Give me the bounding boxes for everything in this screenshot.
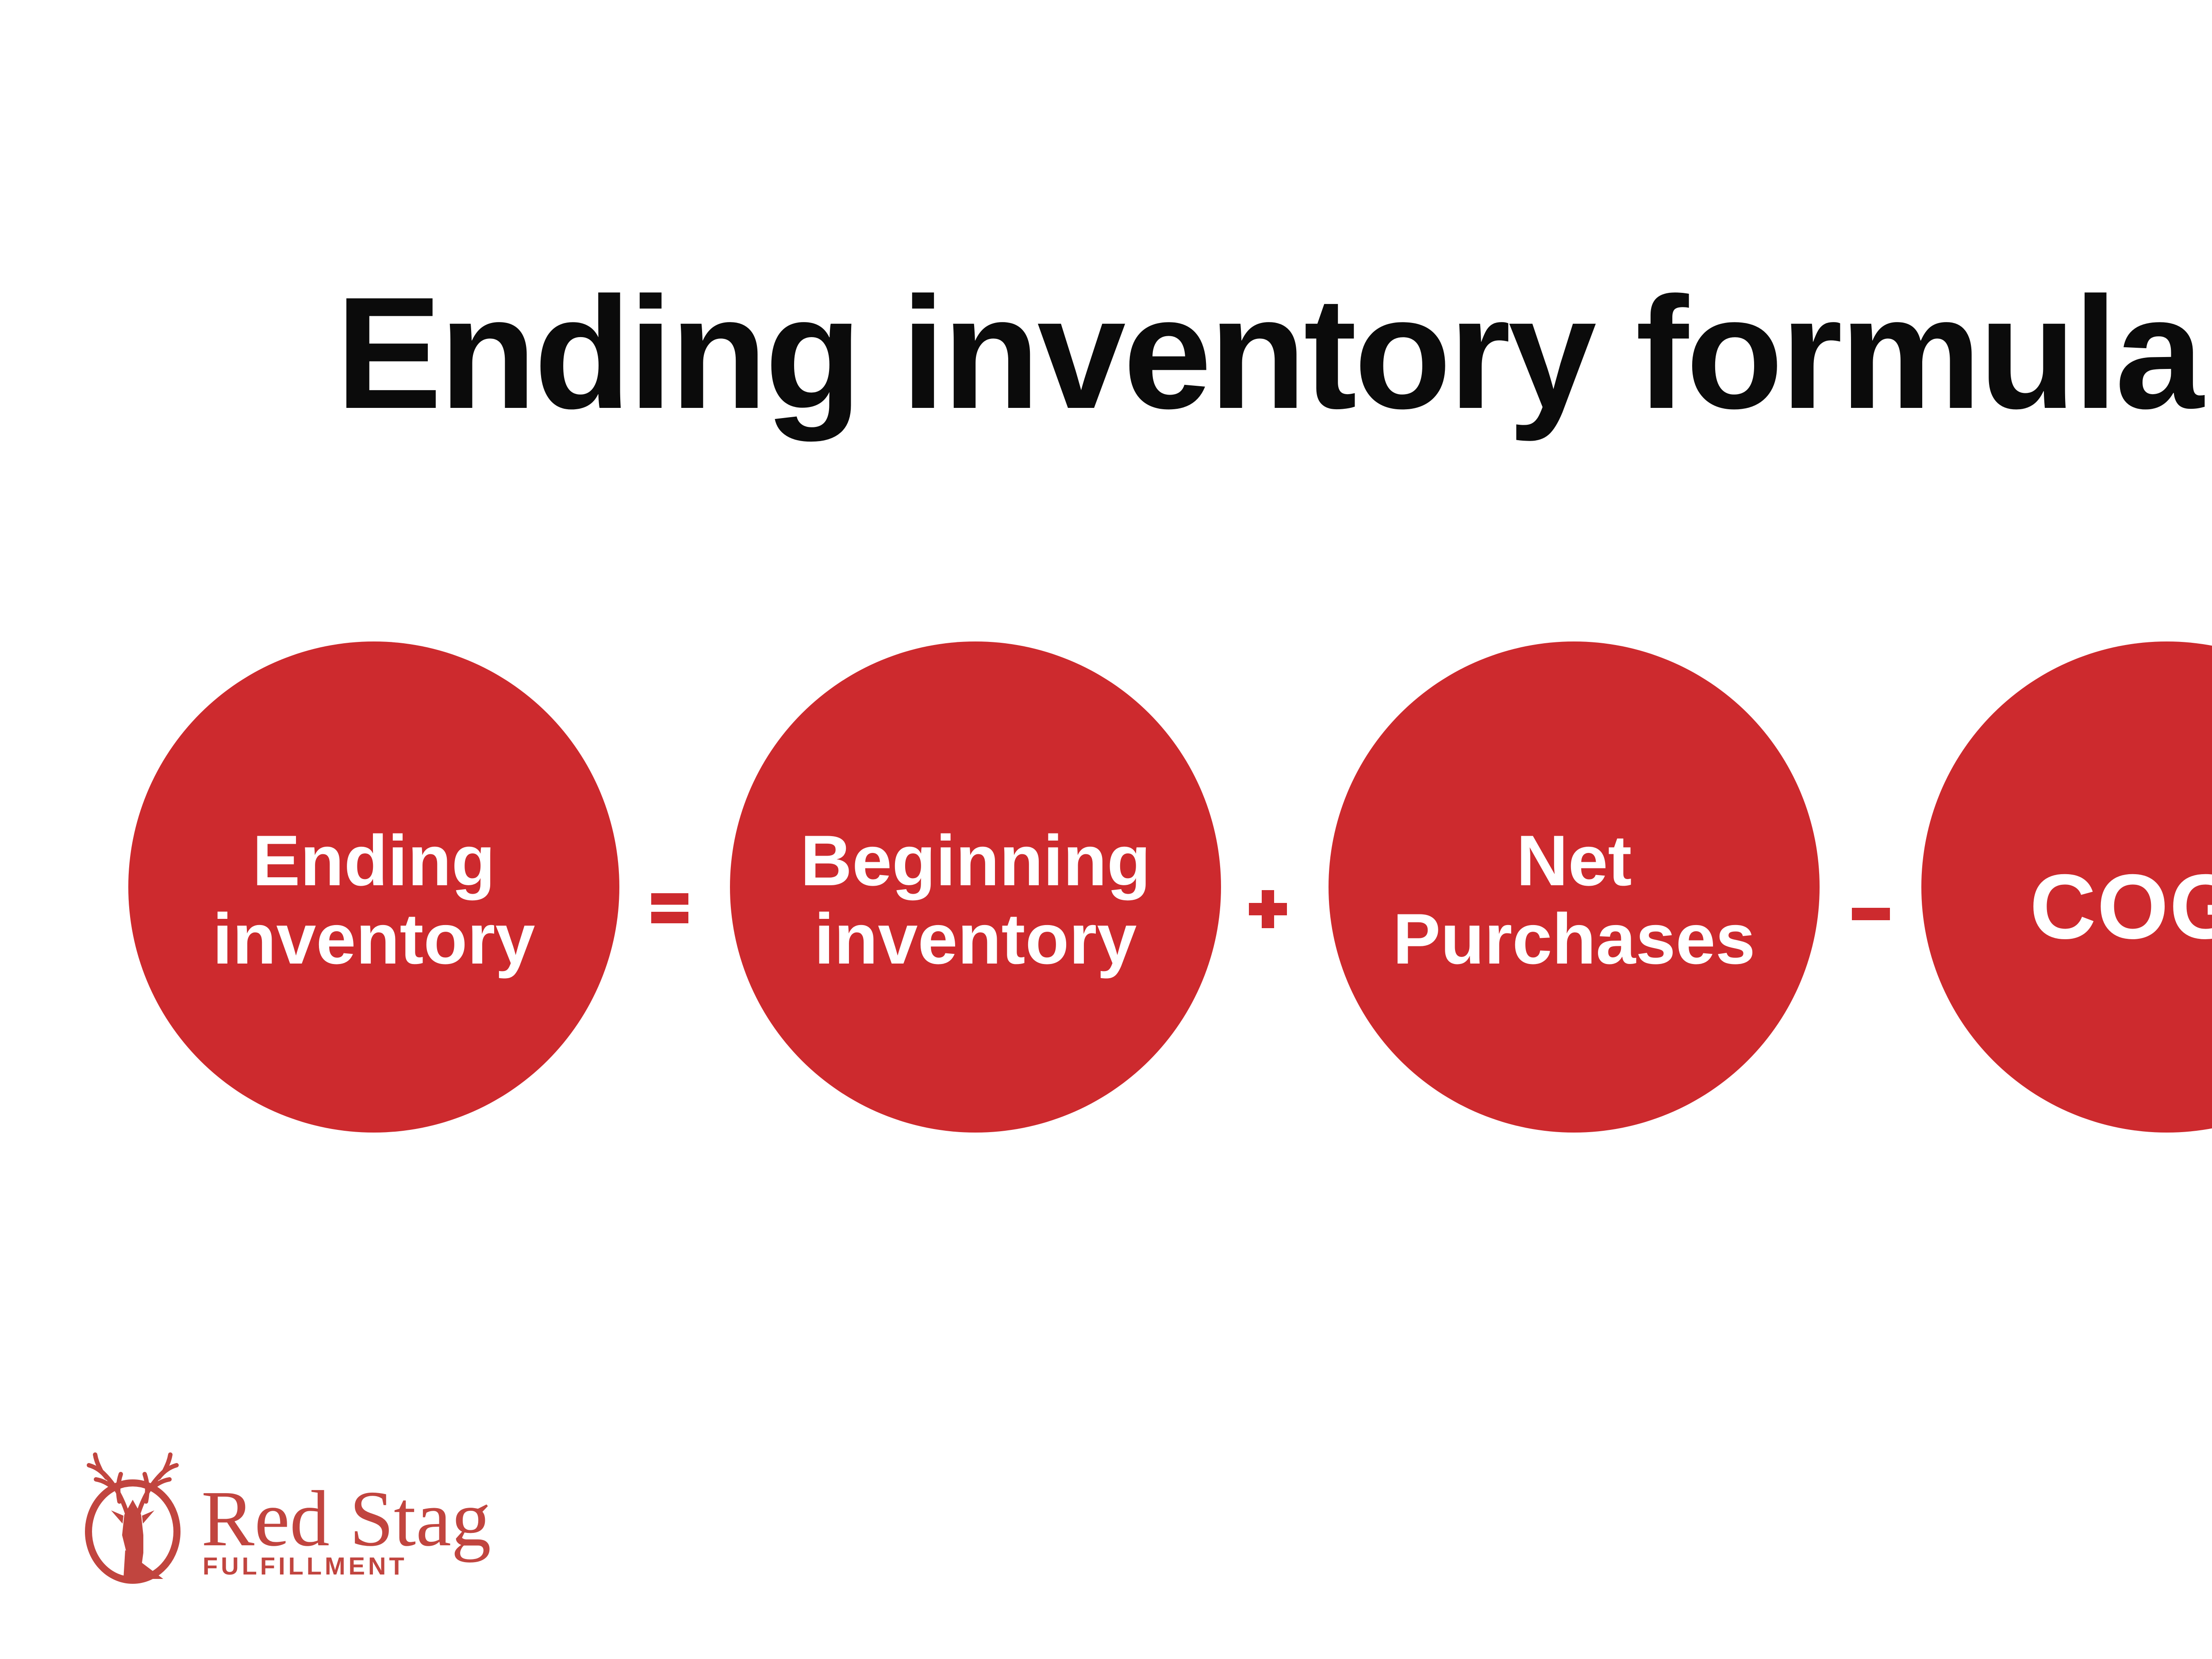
equals-icon xyxy=(651,893,688,923)
equals-bar-bottom xyxy=(651,912,688,923)
term-net-purchases-label: Net Purchases xyxy=(1393,822,1755,978)
page-title: Ending inventory formula xyxy=(335,264,2204,442)
term-cogs: COGS xyxy=(1921,641,2212,1133)
minus-bar xyxy=(1852,908,1890,920)
term-beginning-inventory: Beginning inventory xyxy=(730,641,1221,1133)
equals-bar-top xyxy=(651,893,688,905)
stag-emblem-icon xyxy=(85,1452,180,1584)
term-label-line: inventory xyxy=(212,899,535,979)
term-label-line: Purchases xyxy=(1393,899,1755,979)
term-ending-inventory-label: Ending inventory xyxy=(212,822,535,978)
term-label-line: Beginning xyxy=(800,821,1151,901)
term-label-line: inventory xyxy=(814,899,1137,979)
term-ending-inventory: Ending inventory xyxy=(128,641,619,1133)
logo-brand-name: Red Stag xyxy=(201,1475,491,1563)
term-label-line: Ending xyxy=(252,821,495,901)
plus-icon xyxy=(1249,890,1287,928)
term-cogs-label: COGS xyxy=(2029,855,2212,958)
logo-brand-subtitle: FULFILLMENT xyxy=(203,1552,407,1580)
term-label-line: COGS xyxy=(2029,855,2212,958)
plus-bar-vertical xyxy=(1262,890,1274,928)
minus-icon xyxy=(1852,908,1890,920)
term-beginning-inventory-label: Beginning inventory xyxy=(800,822,1151,978)
term-label-line: Net xyxy=(1516,821,1632,901)
red-stag-logo: Red Stag FULFILLMENT xyxy=(73,1448,538,1594)
term-net-purchases: Net Purchases xyxy=(1329,641,1820,1133)
